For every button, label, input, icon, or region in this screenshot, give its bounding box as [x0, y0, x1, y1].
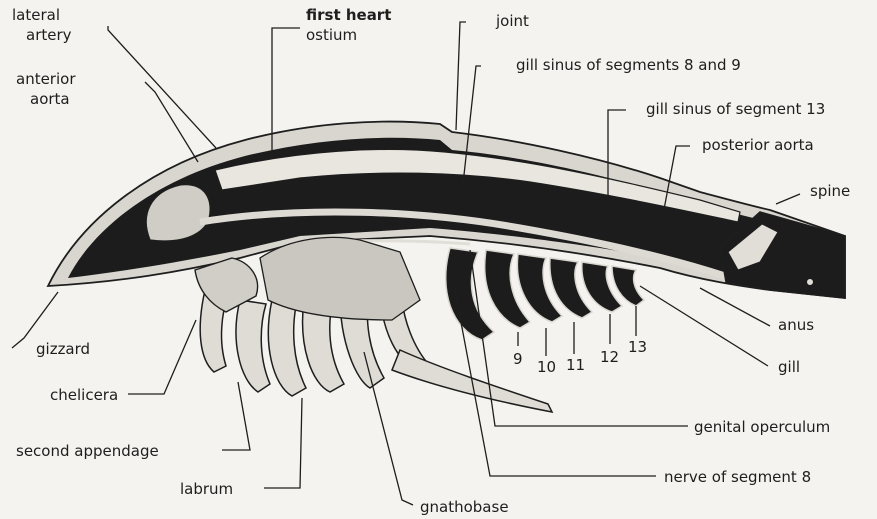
label-labrum: labrum — [180, 480, 233, 498]
label-anterior-aorta-line2: aorta — [30, 90, 70, 108]
label-gnathobase: gnathobase — [420, 498, 509, 516]
label-genital-operculum: genital operculum — [694, 418, 830, 436]
segment-number: 11 — [566, 356, 585, 374]
label-gill-sinus-13: gill sinus of segment 13 — [646, 100, 825, 118]
label-gill: gill — [778, 358, 800, 376]
label-gizzard: gizzard — [36, 340, 90, 358]
label-posterior-aorta: posterior aorta — [702, 136, 814, 154]
label-chelicera: chelicera — [50, 386, 118, 404]
body-drawing — [48, 122, 845, 412]
label-first-heart-ostium-line2: ostium — [306, 26, 357, 44]
label-first-heart-ostium-line1: first heart — [306, 6, 391, 24]
gill-lamellae — [446, 248, 644, 340]
label-second-appendage: second appendage — [16, 442, 159, 460]
segment-number: 10 — [537, 358, 556, 376]
label-lateral-artery-line2: artery — [26, 26, 72, 44]
segment-number: 12 — [600, 348, 619, 366]
label-gill-sinus-8-9: gill sinus of segments 8 and 9 — [516, 56, 741, 74]
label-joint: joint — [495, 12, 529, 30]
segment-number: 13 — [628, 338, 647, 356]
label-anterior-aorta-line1: anterior — [16, 70, 76, 88]
label-spine: spine — [810, 182, 850, 200]
label-nerve-of-segment-8: nerve of segment 8 — [664, 468, 811, 486]
label-lateral-artery-line1: lateral — [12, 6, 60, 24]
segment-number: 9 — [513, 350, 523, 368]
label-anus: anus — [778, 316, 814, 334]
